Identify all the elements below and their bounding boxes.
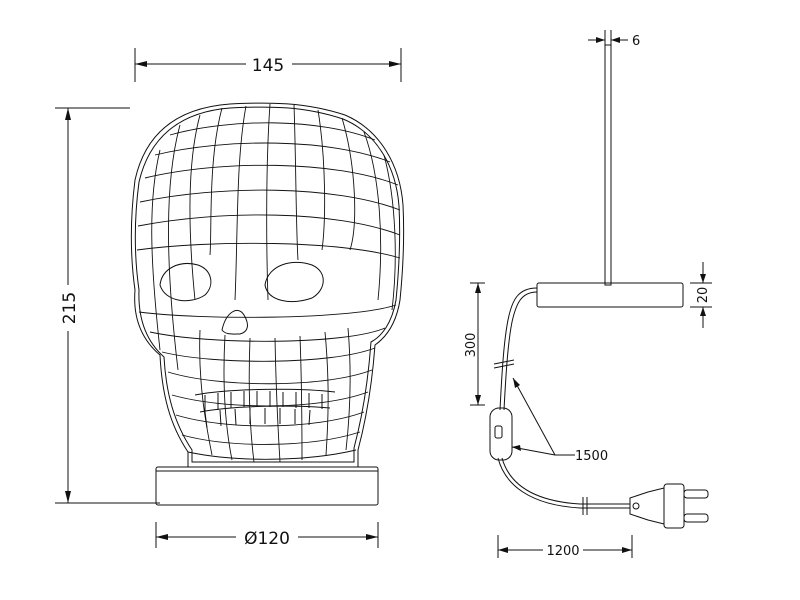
dimension-height: 215 bbox=[55, 107, 160, 504]
base-height-label: 20 bbox=[696, 287, 711, 304]
skull-shade bbox=[130, 102, 405, 468]
base-diameter-label: Ø120 bbox=[244, 529, 290, 549]
dimension-shade-height: 300 bbox=[464, 282, 485, 406]
plug-cable-label: 1200 bbox=[546, 544, 579, 559]
side-base bbox=[536, 282, 684, 308]
dimension-cable-length: 1500 bbox=[511, 377, 608, 464]
dimension-plug-cable: 1200 bbox=[497, 535, 633, 559]
side-view: 6 20 300 bbox=[464, 30, 712, 559]
height-label: 215 bbox=[60, 292, 80, 324]
inline-switch bbox=[489, 407, 513, 461]
rod-width-label: 6 bbox=[632, 34, 640, 49]
dimension-width: 145 bbox=[134, 48, 402, 82]
skull-teeth bbox=[194, 388, 336, 429]
dimension-base-height: 20 bbox=[690, 262, 712, 328]
dimension-base-diameter: Ø120 bbox=[155, 522, 379, 549]
dimension-rod-width: 6 bbox=[588, 30, 640, 49]
power-plug bbox=[629, 483, 709, 529]
rod bbox=[604, 44, 612, 286]
power-cable bbox=[493, 287, 630, 515]
front-view: 145 215 Ø120 bbox=[55, 48, 405, 549]
shade-height-label: 300 bbox=[464, 333, 479, 358]
skull-mesh bbox=[136, 103, 401, 463]
width-label: 145 bbox=[252, 56, 284, 76]
lamp-base bbox=[155, 466, 379, 506]
cable-length-label: 1500 bbox=[575, 449, 608, 464]
